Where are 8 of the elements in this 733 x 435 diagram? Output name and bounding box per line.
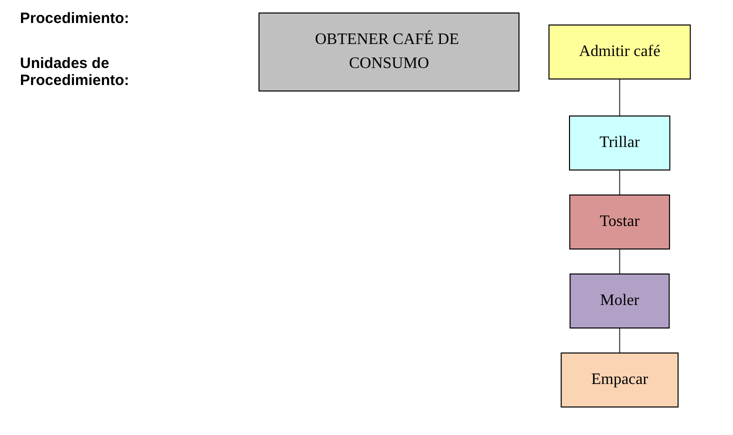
section-label: Unidades de Procedimiento: (20, 55, 130, 89)
node-box: Empacar (561, 352, 679, 408)
node-box: Tostar (570, 194, 670, 250)
node-box: Trillar (569, 116, 671, 170)
node-box: Moler (570, 274, 670, 328)
section-label: Procedimiento: (20, 10, 130, 27)
node-box: OBTENER CAFÉ DE CONSUMO (258, 12, 520, 92)
node-box: Admitir café (548, 24, 692, 80)
